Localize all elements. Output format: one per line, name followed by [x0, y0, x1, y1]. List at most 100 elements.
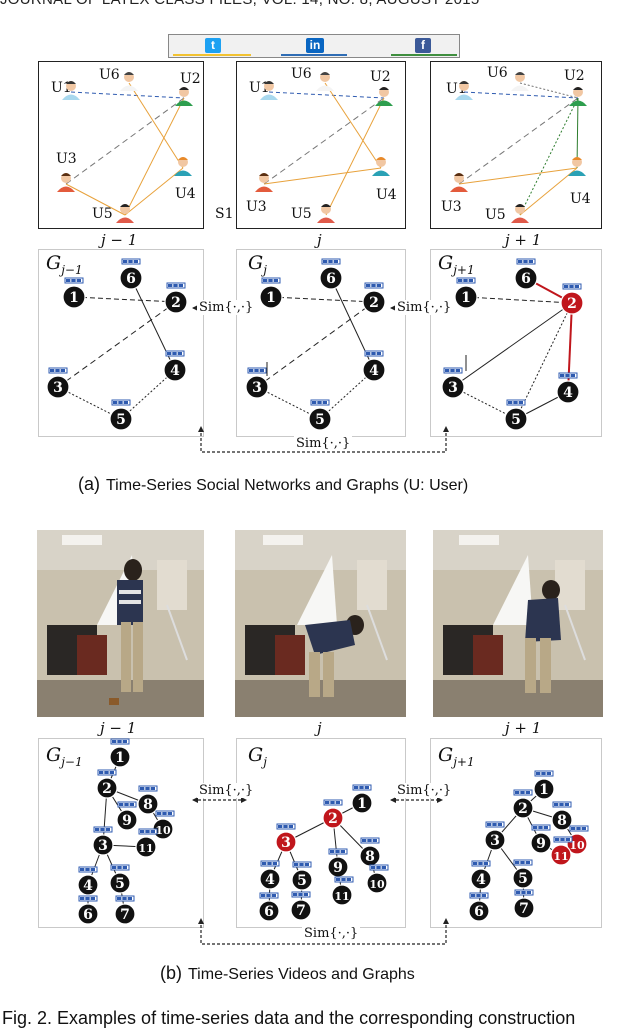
graph-a3-node-4-feature-cell: [560, 374, 565, 377]
linkedin-underline: [281, 54, 347, 56]
graph-b1-node-4-label: 4: [83, 878, 93, 894]
graph-a3-node-5-feature-cell: [518, 401, 523, 404]
graph-a2-node-6-feature-cell: [323, 260, 328, 263]
user-u4-panel-1-hair: [178, 157, 188, 160]
graph-b3-node-8-feature-cell: [559, 803, 564, 806]
graph-b1-node-4-feature-cell: [80, 868, 85, 871]
graph-b1-node-1-feature-cell: [112, 740, 117, 743]
graph-a3-node-5-feature-cell: [508, 401, 513, 404]
graph-b2-node-7-feature-cell: [303, 893, 308, 896]
graph-a3-node-1-feature-cell: [458, 279, 463, 282]
graph-b1-node-11: [135, 836, 157, 858]
graph-b1-node-11-label: 11: [138, 842, 153, 855]
graph-b3-node-6: [468, 900, 490, 922]
graph-a3-node-2: [560, 291, 584, 315]
user-label-u2-p3: U2: [564, 68, 585, 84]
graph-b2-node-2-feature-cell: [325, 801, 330, 804]
graph-a3-edge-2: [452, 302, 573, 388]
graph-b2-node-4-feature-cell: [272, 862, 277, 865]
linkedin-icon: in: [306, 38, 324, 53]
graph-b3-node-9: [530, 832, 552, 854]
graph-a1-node-3-feature-cell: [55, 369, 60, 372]
graph-b1-node-2-feature-cell: [109, 771, 114, 774]
graph-b3-node-2-label: 2: [518, 801, 528, 817]
graph-panel-b-3: [430, 738, 602, 928]
graph-b1-node-8-feature-cell: [145, 787, 150, 790]
graph-a2-node-5: [308, 407, 332, 431]
graph-b1-node-3-feature-cell: [105, 828, 110, 831]
user-label-u2-p2: U2: [370, 69, 391, 85]
frame-label-a-3: j + 1: [505, 231, 542, 249]
graph-b2-node-5-feature-cell: [304, 863, 309, 866]
graph-b1-node-11-feature-cell: [140, 830, 145, 833]
graph-a1-node-2-feature-cell: [178, 284, 183, 287]
graph-b1-node-6-feature-cell: [85, 897, 90, 900]
graph-b2-node-3: [275, 831, 297, 853]
graph-b1-node-3-feature-cell: [95, 828, 100, 831]
graph-b2-node-7: [290, 899, 312, 921]
graph-a2-node-3-feature-cell: [249, 369, 254, 372]
graph-a2-node-4-feature-cell: [376, 352, 381, 355]
graph-a3-node-5: [504, 407, 528, 431]
graph-b2-node-2: [322, 807, 344, 829]
graph-b2-node-10-feature-cell: [371, 866, 376, 869]
graph-b3-node-4-feature-cell: [478, 862, 483, 865]
video-frame-2: [235, 530, 406, 717]
graph-b3-node-7-feature-cell: [521, 891, 526, 894]
graph-b2-node-5-label: 5: [297, 873, 307, 889]
user-u5-panel-2-body: [317, 217, 335, 223]
journal-header: JOURNAL OF LATEX CLASS FILES, VOL. 14, N…: [0, 0, 634, 11]
graph-b3-node-3-feature-cell: [492, 823, 497, 826]
graph-a1-node-6: [119, 266, 143, 290]
graph-b1-node-2-label: 2: [102, 781, 112, 797]
frame-label-b-2: j: [317, 719, 322, 737]
graph-b2-node-3-feature-cell: [283, 825, 288, 828]
graph-a1-node-4-label: 4: [170, 363, 180, 379]
graph-b2-node-4-label: 4: [265, 872, 275, 888]
twitter-underline: [173, 54, 251, 56]
graph-b1-node-7-label: 7: [120, 907, 130, 923]
social-edge-3-6: [458, 167, 578, 185]
graph-b3-node-3-feature-cell: [497, 823, 502, 826]
user-u4-panel-1-body: [174, 170, 192, 176]
graph-b1-node-3-feature-cell: [100, 828, 105, 831]
graph-label-b-3: Gj+1: [438, 744, 475, 769]
sim-arrow-a-3-head-r: [443, 426, 449, 432]
graph-b3-node-6-feature-cell: [481, 894, 486, 897]
user-u3-panel-2-body: [255, 186, 273, 192]
graph-b3-node-3: [484, 829, 506, 851]
graph-a2-node-3-feature-cell: [254, 369, 259, 372]
graph-a3-node-1-label: 1: [461, 290, 471, 306]
graph-a3-node-4-feature-cell: [565, 374, 570, 377]
graph-a2-node-6: [319, 266, 343, 290]
graph-b1-node-8-feature-cell: [140, 787, 145, 790]
sim-label-b-3: Sim{·,·}: [302, 926, 361, 941]
social-network-panel-1: [38, 61, 204, 229]
graph-a2-node-3-feature-cell: [259, 369, 264, 372]
user-u6-panel-2-body: [316, 85, 334, 91]
facebook-icon: f: [415, 38, 431, 53]
graph-b2-node-3-feature-cell: [288, 825, 293, 828]
graph-a3-node-5-feature-cell: [513, 401, 518, 404]
graph-a3-node-1: [454, 285, 478, 309]
graph-a3-node-4-feature-cell: [570, 374, 575, 377]
graph-b1-node-6-feature-cell: [80, 897, 85, 900]
graph-b3-node-3-feature-cell: [487, 823, 492, 826]
user-u1-panel-3-body: [455, 94, 473, 100]
graph-a2-node-5-feature-cell: [322, 401, 327, 404]
graph-b2-node-6-feature-cell: [271, 894, 276, 897]
graph-a1-node-6-feature-cell: [133, 260, 138, 263]
graph-a1-node-2: [164, 290, 188, 314]
graph-b3-node-3-label: 3: [490, 833, 500, 849]
graph-a3-node-4-label: 4: [563, 385, 573, 401]
user-u6-panel-2-hair: [320, 72, 330, 75]
user-u1-panel-1-body: [62, 94, 80, 100]
graph-b1-node-1-label: 1: [115, 750, 125, 766]
user-u2-panel-1-body: [175, 100, 193, 106]
user-label-u3-p3: U3: [441, 199, 462, 215]
graph-b3-node-11-feature-cell: [560, 838, 565, 841]
sim-arrow-a-2-head-l: [390, 305, 396, 311]
graph-b3-node-1-feature-cell: [536, 772, 541, 775]
social-edge-2-2: [263, 97, 385, 185]
